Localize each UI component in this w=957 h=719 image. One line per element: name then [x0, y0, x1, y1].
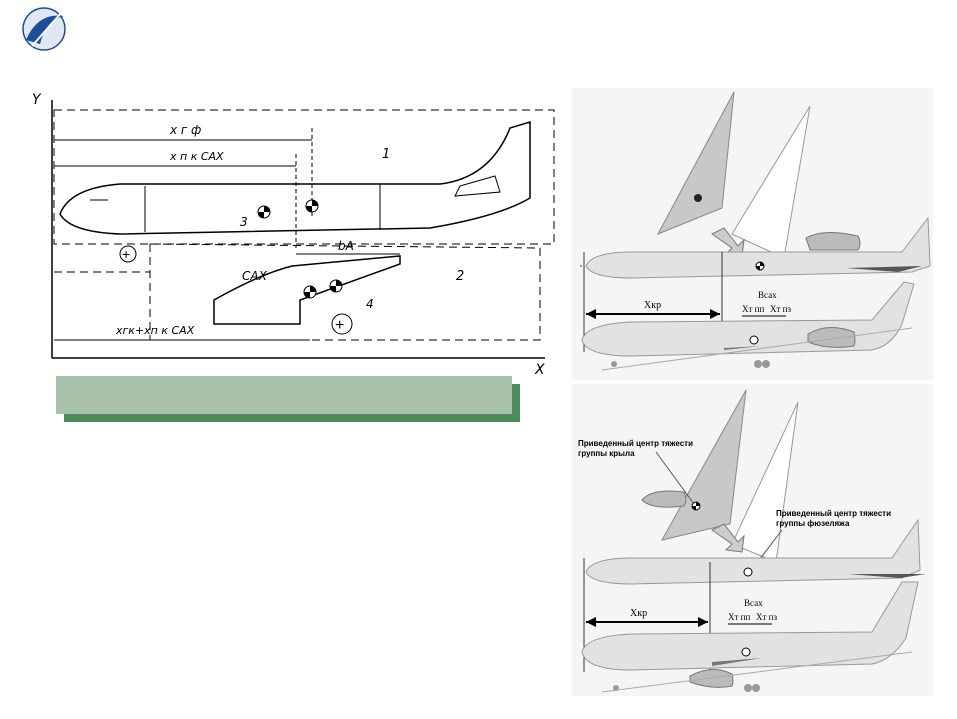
label-x-pk-sax: x п к САХ: [169, 150, 224, 163]
axis-y-label: Y: [32, 92, 42, 108]
plus-sign-left: +: [122, 246, 130, 262]
left-diagram: Y X x г ф x п к САХ 1 3 bA САХ 2: [30, 88, 560, 378]
label-region-1: 1: [382, 147, 390, 162]
right-bottom-diagram: Приведенный центр тяжести группы крыла П…: [572, 384, 933, 696]
label-region-2: 2: [456, 269, 464, 284]
rt-label-bsax: Bсах: [758, 290, 777, 300]
right-top-diagram: Xкр Bсах Xт пп Xт пз: [572, 88, 933, 380]
rt-label-xkr: Xкр: [644, 300, 661, 311]
caption-box: [56, 376, 512, 414]
axis-x-label: X: [534, 362, 545, 376]
rb-label-wing-cg-line1: Приведенный центр тяжести: [578, 439, 693, 448]
rt-label-xtpz: Xт пз: [770, 304, 791, 314]
label-sax: САХ: [242, 269, 268, 283]
rb-label-wing-cg-line2: группы крыла: [578, 449, 635, 458]
rb-label-xtpz: Xт пз: [756, 612, 777, 622]
rb-label-fus-cg-line1: Приведенный центр тяжести: [776, 509, 891, 518]
label-ba: bA: [338, 239, 354, 253]
plus-sign-right: +: [335, 317, 344, 334]
rb-label-xkr: Xкр: [630, 608, 647, 619]
rb-label-bsax: Bсах: [744, 598, 763, 608]
label-point-3: 3: [240, 215, 248, 229]
label-x-gf: x г ф: [169, 123, 201, 137]
label-point-4: 4: [366, 297, 374, 311]
rb-label-xtpp: Xт пп: [728, 612, 750, 622]
label-bottom-dim: xгк+xп к САХ: [115, 324, 195, 337]
rb-label-fus-cg-line2: группы фюзеляжа: [776, 519, 850, 528]
rt-label-xtpp: Xт пп: [742, 304, 764, 314]
logo-emblem: [18, 6, 70, 52]
